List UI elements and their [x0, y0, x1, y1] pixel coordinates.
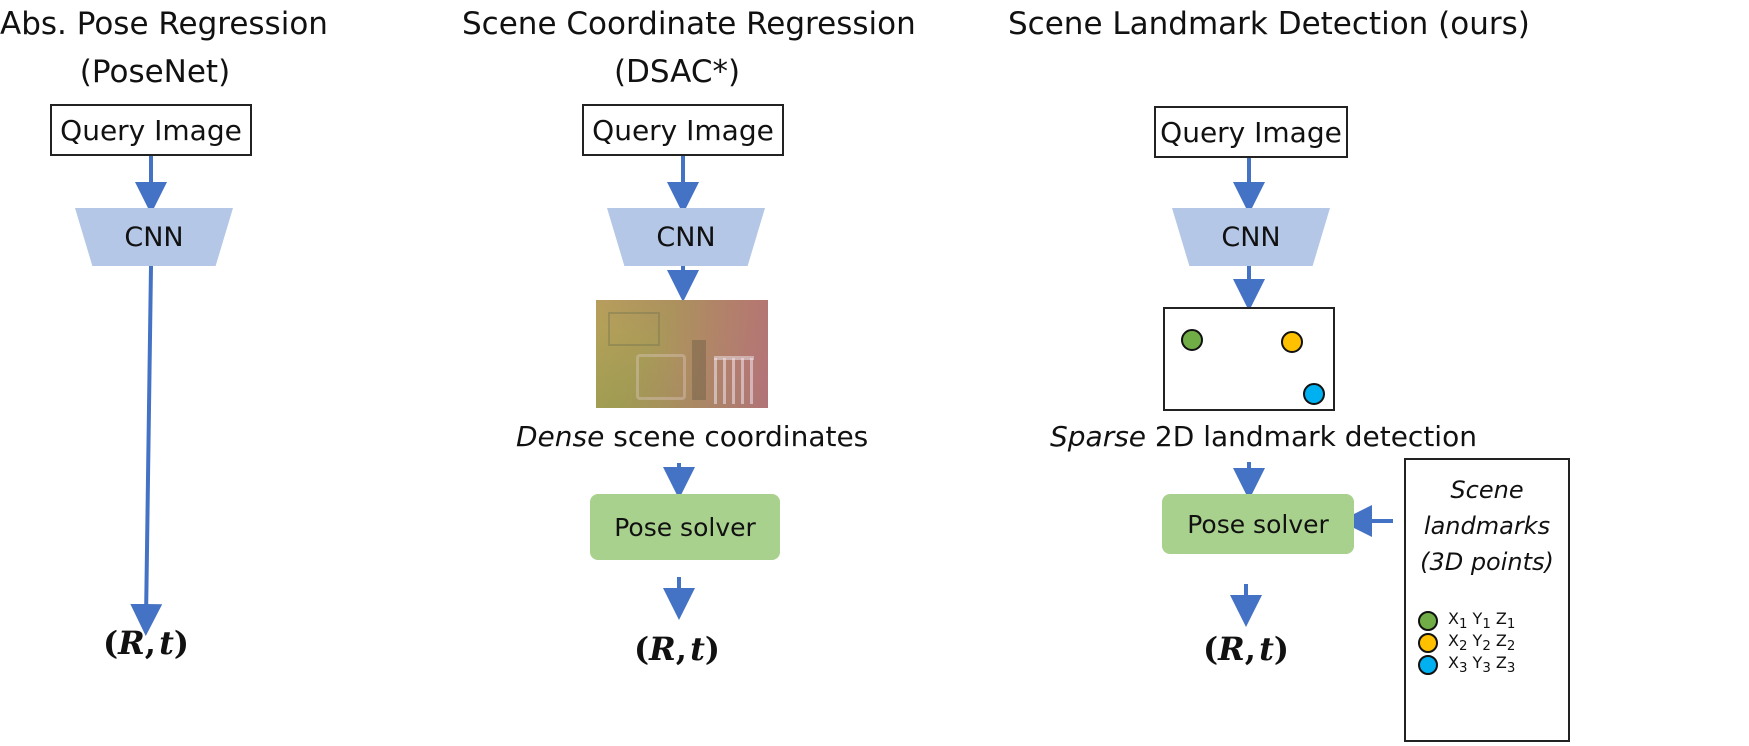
dsac-dense-caption: Dense scene coordinates — [516, 420, 868, 453]
legend-dot-orange — [1418, 633, 1438, 653]
legend-title: Scene landmarks (3D points) — [1406, 472, 1568, 580]
dsac-query-image-box: Query Image — [582, 104, 784, 156]
landmark-output-R: R — [1218, 630, 1245, 668]
landmark-point-orange — [1281, 331, 1303, 353]
posenet-title-line1: Abs. Pose Regression — [0, 6, 328, 42]
landmark-pose-solver-block: Pose solver — [1162, 494, 1354, 554]
legend-title-line2: landmarks — [1423, 512, 1551, 540]
landmark-point-green — [1181, 329, 1203, 351]
posenet-title-line2: (PoseNet) — [79, 54, 231, 90]
posenet-title: Abs. Pose Regression (PoseNet) — [0, 4, 328, 92]
legend-item-1: X1 Y1 Z1 — [1418, 609, 1516, 633]
legend-label-3: X3 Y3 Z3 — [1448, 653, 1516, 677]
arrow-posenet-cnn-to-output — [130, 265, 163, 636]
legend-item-2: X2 Y2 Z2 — [1418, 631, 1516, 655]
posenet-cnn-label: CNN — [124, 221, 184, 253]
dsac-pose-output: (R, t) — [634, 630, 720, 668]
landmark-caption-emph: Sparse — [1050, 420, 1147, 453]
landmark-title: Scene Landmark Detection (ours) — [1008, 4, 1530, 44]
dsac-caption-emph: Dense — [516, 420, 605, 453]
dsac-title: Scene Coordinate Regression (DSAC*) — [462, 4, 916, 92]
legend-title-line1: Scene — [1450, 476, 1524, 504]
landmark-point-blue — [1303, 383, 1325, 405]
landmark-query-image-box: Query Image — [1154, 106, 1348, 158]
dsac-title-line2: (DSAC*) — [613, 54, 741, 90]
landmark-title-line1: Scene Landmark Detection (ours) — [1008, 6, 1530, 42]
dsac-title-line1: Scene Coordinate Regression — [462, 6, 916, 42]
dsac-pose-solver-label: Pose solver — [614, 512, 756, 542]
posenet-cnn-block: CNN — [75, 208, 233, 266]
legend-dot-blue — [1418, 655, 1438, 675]
landmark-caption-rest: 2D landmark detection — [1146, 420, 1477, 453]
posenet-output-t: t — [159, 624, 174, 662]
dsac-cnn-block: CNN — [607, 208, 765, 266]
landmark-cnn-block: CNN — [1172, 208, 1330, 266]
landmark-pose-solver-label: Pose solver — [1187, 509, 1329, 539]
dsac-cnn-label: CNN — [656, 221, 716, 253]
legend-title-line3: (3D points) — [1420, 548, 1554, 576]
posenet-query-image-label: Query Image — [60, 113, 242, 147]
landmark-pose-output: (R, t) — [1203, 630, 1289, 668]
dsac-output-R: R — [649, 630, 676, 668]
landmark-sparse-caption: Sparse 2D landmark detection — [1050, 420, 1477, 453]
dsac-output-t: t — [690, 630, 705, 668]
posenet-query-image-box: Query Image — [50, 104, 252, 156]
legend-label-1: X1 Y1 Z1 — [1448, 609, 1516, 633]
posenet-output-R: R — [118, 624, 145, 662]
legend-dot-green — [1418, 611, 1438, 631]
landmark-detection-frame — [1163, 307, 1335, 411]
dsac-caption-rest: scene coordinates — [604, 420, 869, 453]
landmark-output-t: t — [1259, 630, 1274, 668]
scene-landmarks-legend: Scene landmarks (3D points) X1 Y1 Z1 X2 … — [1404, 458, 1570, 742]
landmark-cnn-label: CNN — [1221, 221, 1281, 253]
dsac-query-image-label: Query Image — [592, 113, 774, 147]
posenet-pose-output: (R, t) — [103, 624, 189, 662]
dsac-scene-coordinate-map-image — [596, 300, 768, 408]
legend-label-2: X2 Y2 Z2 — [1448, 631, 1516, 655]
landmark-query-image-label: Query Image — [1160, 115, 1342, 149]
dsac-pose-solver-block: Pose solver — [590, 494, 780, 560]
legend-item-3: X3 Y3 Z3 — [1418, 653, 1516, 677]
